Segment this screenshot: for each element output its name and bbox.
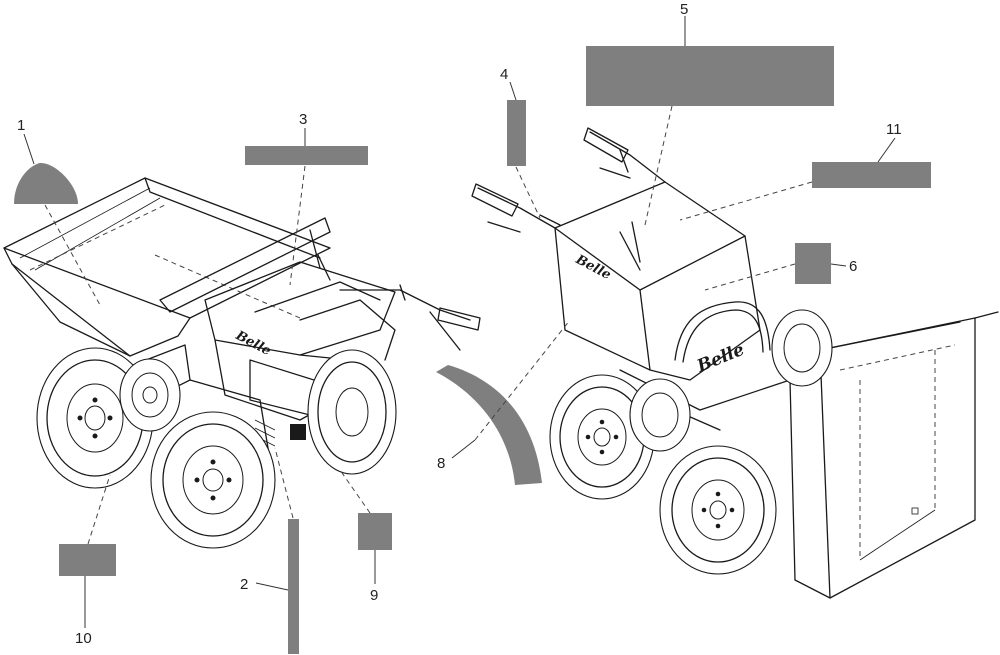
left-front-wheel [150, 411, 276, 549]
right-dumper: Belle Belle [471, 127, 999, 599]
decal-10 [59, 544, 116, 576]
decal-8 [436, 365, 542, 485]
left-logo: Belle [232, 328, 273, 359]
right-mid-wheel [629, 378, 691, 452]
right-logo-top: Belle [572, 252, 613, 283]
callout-1: 1 [17, 117, 25, 134]
leader-lines [23, 16, 896, 628]
callout-10: 10 [75, 630, 92, 647]
decal-1 [14, 162, 78, 204]
callout-3: 3 [299, 111, 307, 128]
callout-2: 2 [240, 576, 248, 593]
callout-6: 6 [849, 258, 857, 275]
decal-9 [358, 513, 392, 550]
right-far-wheel [771, 309, 833, 387]
decal-4 [507, 100, 526, 166]
callout-11: 11 [886, 121, 902, 138]
callout-5: 5 [680, 1, 688, 18]
right-rear-wheel [549, 374, 655, 500]
callout-9: 9 [370, 587, 378, 604]
decal-11 [812, 162, 931, 188]
left-right-wheel [307, 349, 397, 475]
decal-6 [795, 243, 831, 284]
callout-8: 8 [437, 455, 445, 472]
callout-numbers: 1 2 3 4 5 6 8 9 10 11 [17, 1, 902, 647]
decal-2 [288, 519, 299, 654]
decal-3 [245, 146, 368, 165]
left-dumper: Belle [3, 177, 481, 549]
right-logo-frame: Belle [693, 340, 747, 377]
callout-4: 4 [500, 66, 508, 83]
decal-5 [586, 46, 834, 106]
right-front-wheel [659, 445, 777, 575]
left-mid-wheel [119, 358, 181, 432]
